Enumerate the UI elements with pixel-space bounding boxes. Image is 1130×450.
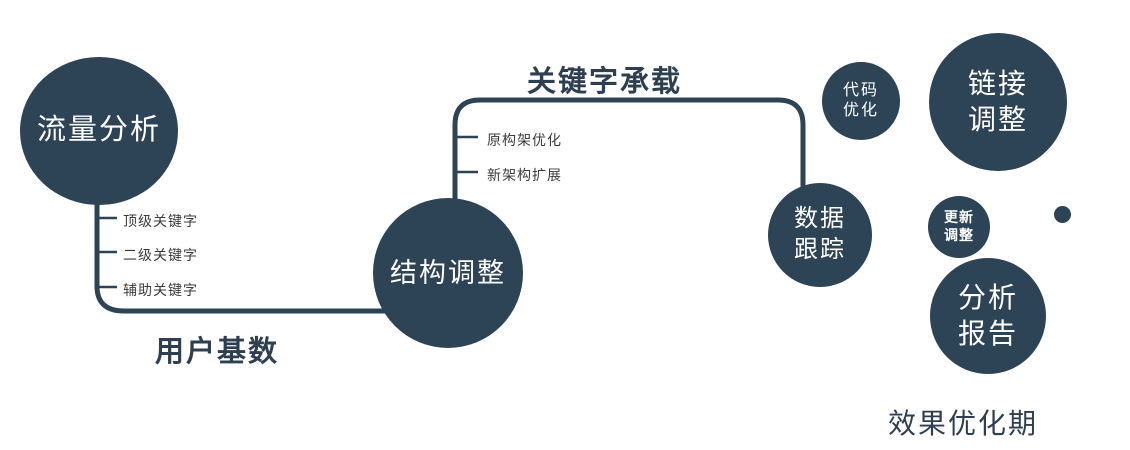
tick-label-secondary-keyword: 二级关键字 [123,247,198,263]
edge-label-user-base: 用户基数 [155,336,280,368]
node-code-optimization-line2: 优化 [842,102,879,119]
tick-label-original-architecture: 原构架优化 [487,132,562,148]
node-update-adjustment: 更新 调整 [928,196,990,258]
decorative-dot [1054,206,1071,223]
node-update-adjustment-line2: 调整 [944,227,974,243]
node-code-optimization: 代码 优化 [822,62,900,140]
node-link-adjustment-line2: 调整 [967,104,1028,135]
edge-label-effect-optimization: 效果优化期 [888,408,1039,439]
node-link-adjustment: 链接 调整 [929,33,1067,171]
tick-label-new-architecture: 新架构扩展 [487,167,562,183]
edge-label-keyword-carrying: 关键字承载 [527,66,683,98]
node-update-adjustment-line1: 更新 [944,209,974,226]
node-analysis-report-line1: 分析 [957,282,1018,314]
tick-label-auxiliary-keyword: 辅助关键字 [123,282,198,298]
connector-structure-to-data [452,97,806,202]
node-link-adjustment-line1: 链接 [967,68,1028,100]
node-data-tracking: 数据 跟踪 [768,183,872,287]
node-structure-adjustment-label: 结构调整 [390,257,506,288]
node-structure-adjustment: 结构调整 [373,198,523,348]
node-analysis-report: 分析 报告 [930,258,1046,374]
tick-label-top-keyword: 顶级关键字 [123,213,198,229]
node-analysis-report-line2: 报告 [957,318,1018,349]
node-traffic-analysis: 流量分析 [20,57,178,205]
node-traffic-analysis-label: 流量分析 [36,114,161,147]
node-data-tracking-line2: 跟踪 [794,236,846,263]
node-code-optimization-line1: 代码 [842,81,879,99]
node-data-tracking-line1: 数据 [794,205,846,233]
